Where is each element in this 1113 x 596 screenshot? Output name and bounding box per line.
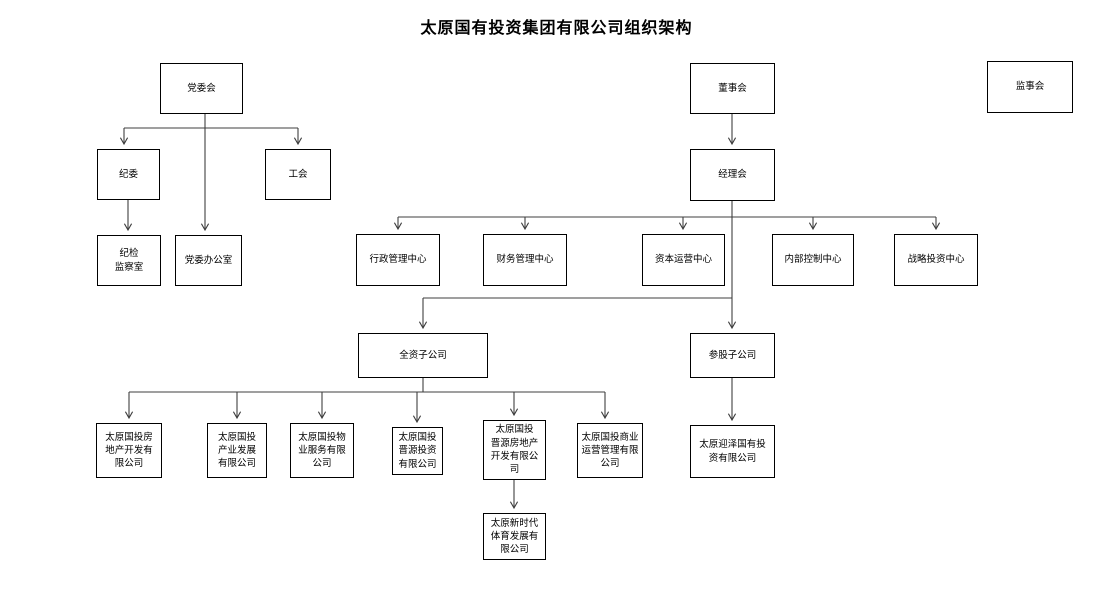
- node-sub-real-estate: 太原国投房 地产开发有 限公司: [96, 423, 162, 478]
- node-equity-subsidiaries: 参股子公司: [690, 333, 775, 378]
- node-strategic-investment-center: 战略投资中心: [894, 234, 978, 286]
- node-capital-operation-center: 资本运营中心: [642, 234, 725, 286]
- node-manager-meeting: 经理会: [690, 149, 775, 201]
- node-sub-industrial-dev: 太原国投 产业发展 有限公司: [207, 423, 267, 478]
- node-sub-commercial-mgmt: 太原国投商业 运营管理有限 公司: [577, 423, 643, 478]
- node-supervisory-board: 监事会: [987, 61, 1073, 113]
- node-internal-control-center: 内部控制中心: [772, 234, 854, 286]
- node-labor-union: 工会: [265, 149, 331, 200]
- chart-title: 太原国有投资集团有限公司组织架构: [420, 18, 693, 37]
- node-wholly-owned-subsidiaries: 全资子公司: [358, 333, 488, 378]
- node-discipline-committee: 纪委: [97, 149, 160, 200]
- node-board-of-directors: 董事会: [690, 63, 775, 114]
- node-sub-jinyuan-investment: 太原国投 晋源投资 有限公司: [392, 427, 443, 475]
- node-sub-jinyuan-real-estate: 太原国投 晋源房地产 开发有限公 司: [483, 420, 546, 480]
- node-discipline-inspection-office: 纪检 监察室: [97, 235, 161, 286]
- node-party-committee-office: 党委办公室: [175, 235, 242, 286]
- node-finance-mgmt-center: 财务管理中心: [483, 234, 567, 286]
- node-sub-property-service: 太原国投物 业服务有限 公司: [290, 423, 354, 478]
- node-party-committee: 党委会: [160, 63, 243, 114]
- node-new-era-sports: 太原新时代 体育发展有 限公司: [483, 513, 546, 560]
- node-admin-mgmt-center: 行政管理中心: [356, 234, 440, 286]
- node-yingze-investment: 太原迎泽国有投 资有限公司: [690, 425, 775, 478]
